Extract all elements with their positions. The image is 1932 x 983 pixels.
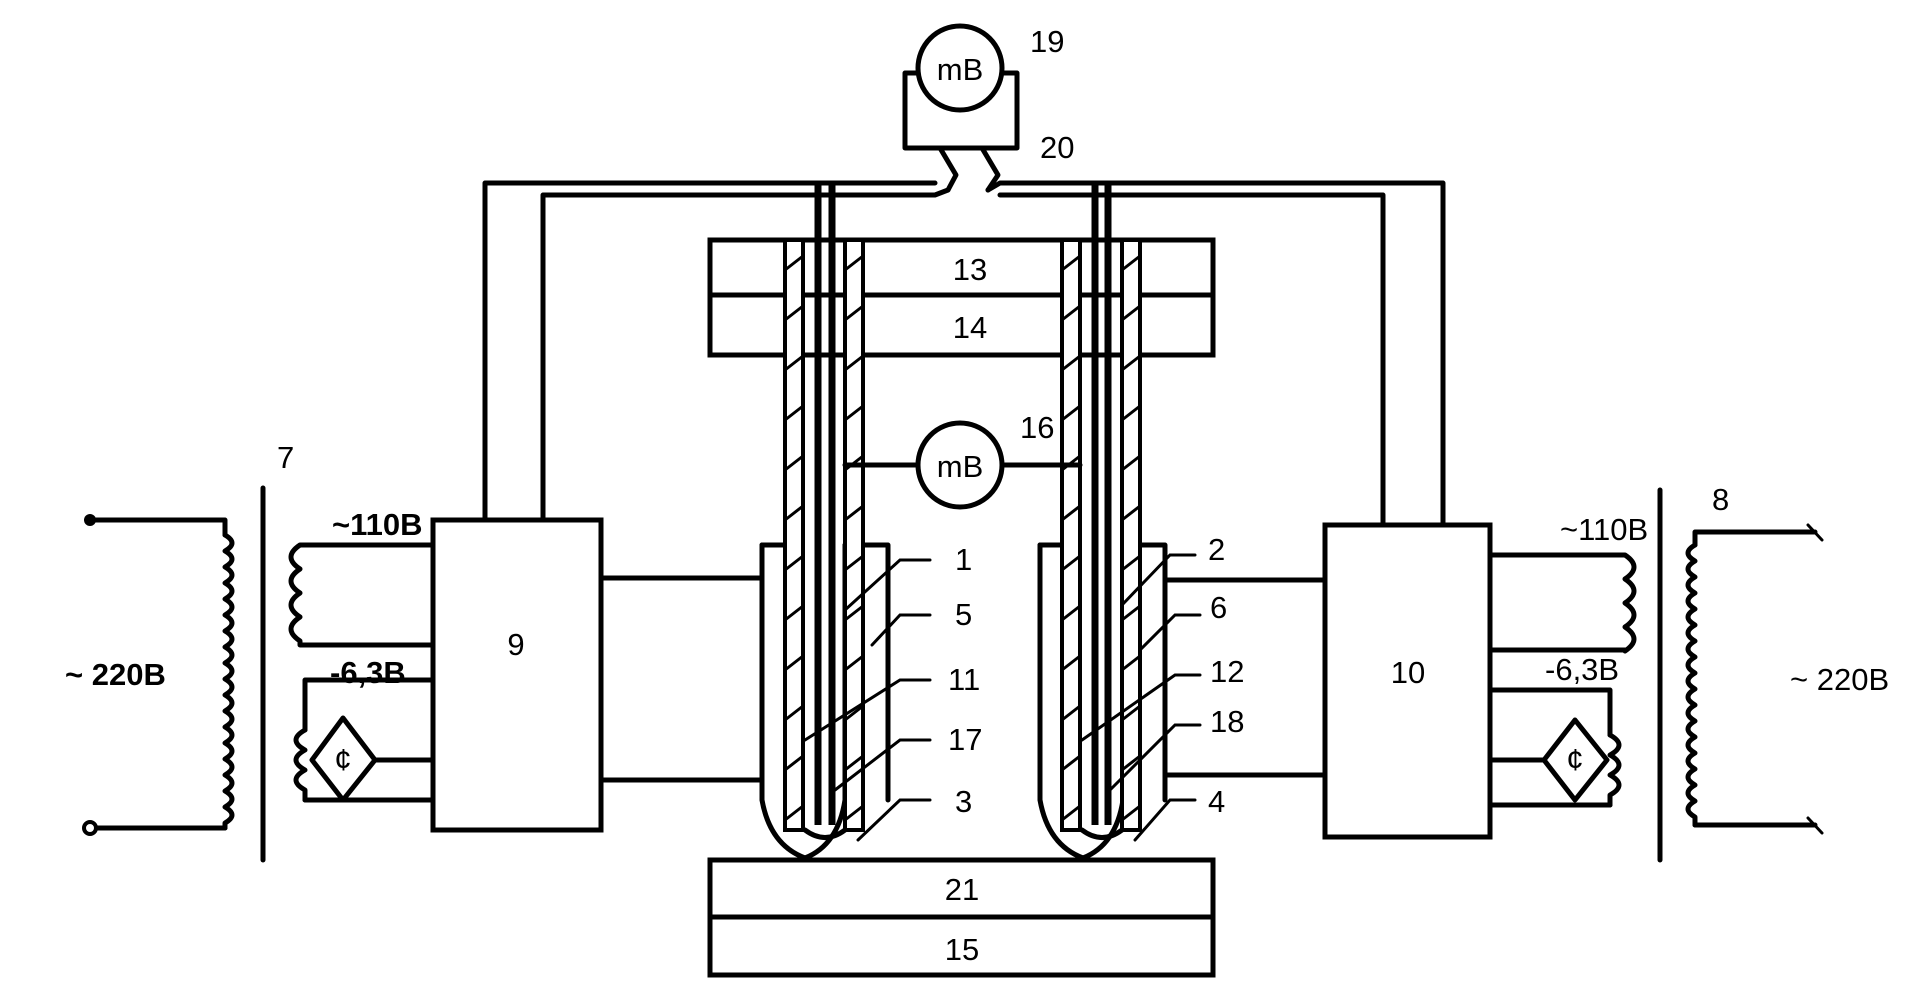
left-ac-label: ~110B <box>332 507 423 542</box>
left-callout-4: 17 <box>948 722 982 757</box>
right-mains-label: ~ 220B <box>1790 662 1889 697</box>
clamp-bottom-label: 14 <box>953 310 987 345</box>
power-unit-left: 9 <box>430 517 765 833</box>
right-callouts: 2 6 12 18 4 <box>1080 532 1244 842</box>
left-unit-label: 9 <box>507 627 524 662</box>
right-callout-5: 4 <box>1208 784 1225 819</box>
left-transformer-label: 7 <box>277 440 294 475</box>
base-top-label: 21 <box>945 872 979 907</box>
base-bottom-label: 15 <box>945 932 979 967</box>
switch-label: 20 <box>1040 130 1074 165</box>
right-dc-label: -6,3B <box>1545 652 1619 687</box>
meter-mid-label: 16 <box>1020 410 1054 445</box>
right-callout-2: 6 <box>1210 590 1227 625</box>
switch-20: 20 <box>937 130 1074 193</box>
transformer-left: 7 ~ 220B ~110B ¢ -6,3B <box>65 440 436 863</box>
meter-mid: mB 16 <box>842 410 1083 510</box>
right-callout-3: 12 <box>1210 654 1244 689</box>
meter-top-symbol: mB <box>937 52 984 87</box>
svg-text:¢: ¢ <box>334 742 351 777</box>
clamp-top-label: 13 <box>953 252 987 287</box>
left-callout-5: 3 <box>955 784 972 819</box>
left-callout-1: 1 <box>955 542 972 577</box>
left-callouts: 1 5 11 17 3 <box>803 542 982 842</box>
right-unit-label: 10 <box>1391 655 1425 690</box>
right-callout-4: 18 <box>1210 704 1244 739</box>
probe-right <box>1037 180 1168 861</box>
meter-top-label: 19 <box>1030 24 1064 59</box>
probe-left <box>759 180 891 861</box>
right-callout-1: 2 <box>1208 532 1225 567</box>
right-transformer-label: 8 <box>1712 482 1729 517</box>
left-callout-3: 11 <box>948 662 980 697</box>
left-callout-2: 5 <box>955 597 972 632</box>
svg-text:¢: ¢ <box>1566 742 1583 777</box>
transformer-right: 8 ~ 220B ~110B ¢ -6,3B <box>1487 482 1889 863</box>
power-unit-right: 10 <box>1162 522 1493 840</box>
top-wiring <box>482 180 1446 528</box>
left-mains-label: ~ 220B <box>65 657 166 692</box>
meter-mid-symbol: mB <box>937 449 984 484</box>
base-block: 21 15 <box>707 857 1216 978</box>
left-dc-label: -6,3B <box>330 655 406 690</box>
right-ac-label: ~110B <box>1560 512 1648 547</box>
meter-top: mB 19 <box>902 23 1064 151</box>
